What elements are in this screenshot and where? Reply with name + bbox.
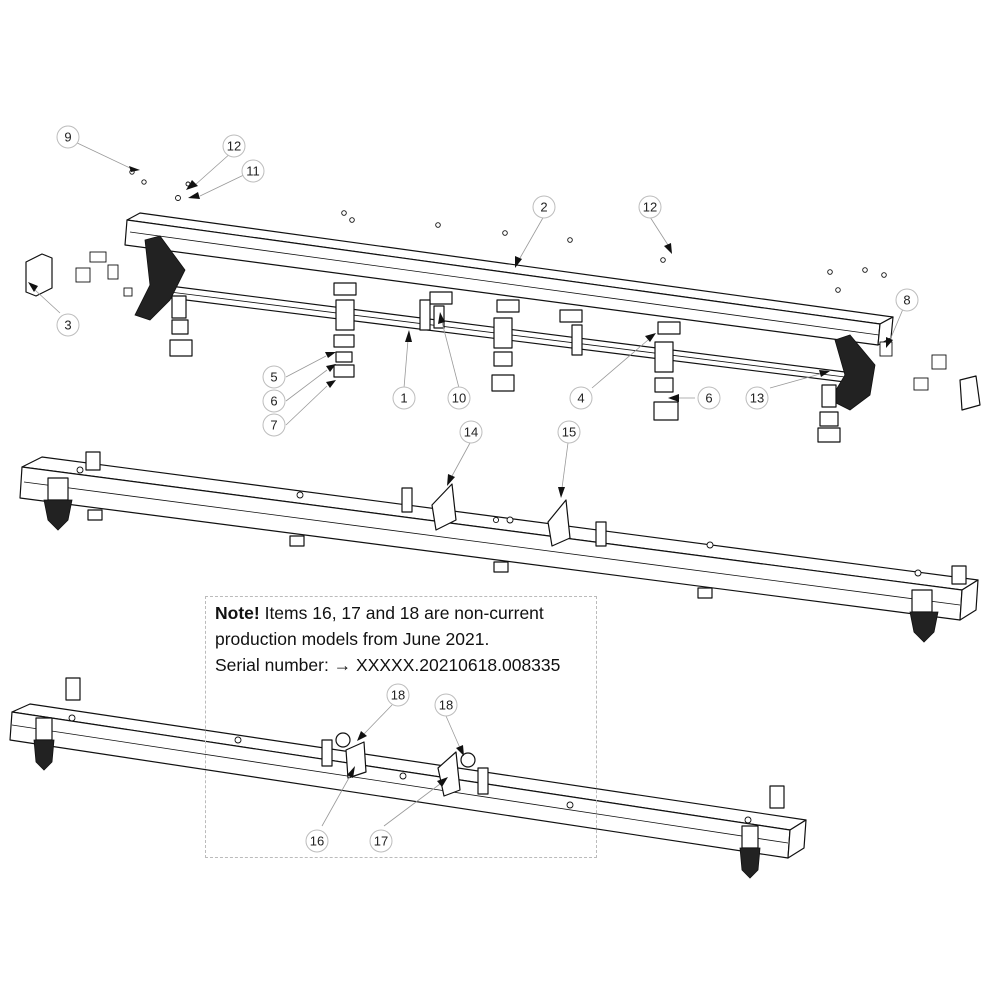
callout-circle bbox=[532, 195, 556, 219]
callout-2: 2 bbox=[532, 195, 556, 219]
right-nozzle-assembly bbox=[817, 334, 876, 443]
callout-label: 13 bbox=[750, 391, 764, 406]
callout-circle bbox=[569, 386, 593, 410]
callout-label: 6 bbox=[270, 394, 277, 409]
callout-circle bbox=[459, 420, 483, 444]
callout-11: 11 bbox=[241, 159, 265, 183]
note-heading: Note! bbox=[215, 603, 260, 623]
callout-6: 6 bbox=[262, 389, 286, 413]
callout-14: 14 bbox=[459, 420, 483, 444]
callout-circle bbox=[392, 386, 416, 410]
frame-bar bbox=[124, 212, 894, 346]
callout-label: 3 bbox=[64, 318, 71, 333]
note-line-2: production models from June 2021. bbox=[215, 629, 490, 649]
left-end-cap bbox=[25, 253, 53, 297]
callout-6: 6 bbox=[697, 386, 721, 410]
note-line-1: Note! Items 16, 17 and 18 are non-curren… bbox=[215, 600, 595, 626]
callout-18: 18 bbox=[386, 683, 410, 707]
callout-circle bbox=[745, 386, 769, 410]
callout-12: 12 bbox=[638, 195, 662, 219]
callout-label: 12 bbox=[643, 200, 657, 215]
callout-label: 18 bbox=[439, 698, 453, 713]
callout-4: 4 bbox=[569, 386, 593, 410]
callout-10: 10 bbox=[447, 386, 471, 410]
callout-circle bbox=[697, 386, 721, 410]
callout-circle bbox=[305, 829, 329, 853]
callout-label: 5 bbox=[270, 370, 277, 385]
callout-5: 5 bbox=[262, 365, 286, 389]
callout-circle bbox=[447, 386, 471, 410]
callout-label: 6 bbox=[705, 391, 712, 406]
callout-15: 15 bbox=[557, 420, 581, 444]
callout-circle bbox=[56, 125, 80, 149]
callout-12: 12 bbox=[222, 134, 246, 158]
callout-18: 18 bbox=[434, 693, 458, 717]
note-line-3: Serial number: → XXXXX.20210618.008335 bbox=[215, 655, 561, 675]
callout-label: 9 bbox=[64, 130, 71, 145]
nozzle-holders bbox=[333, 282, 681, 421]
callout-circle bbox=[262, 413, 286, 437]
fasteners bbox=[129, 169, 887, 293]
callout-label: 14 bbox=[464, 425, 478, 440]
callout-label: 7 bbox=[270, 418, 277, 433]
callout-1: 1 bbox=[392, 386, 416, 410]
callout-16: 16 bbox=[305, 829, 329, 853]
callout-circle bbox=[262, 365, 286, 389]
callout-circle bbox=[557, 420, 581, 444]
callout-13: 13 bbox=[745, 386, 769, 410]
callout-9: 9 bbox=[56, 125, 80, 149]
callout-label: 16 bbox=[310, 834, 324, 849]
callout-7: 7 bbox=[262, 413, 286, 437]
callout-circle bbox=[56, 313, 80, 337]
callout-3: 3 bbox=[56, 313, 80, 337]
callout-circle bbox=[638, 195, 662, 219]
left-nozzle-assembly bbox=[134, 235, 193, 357]
callout-circle bbox=[434, 693, 458, 717]
callout-circle bbox=[386, 683, 410, 707]
leader-lines bbox=[28, 140, 904, 426]
exploded-assembly bbox=[25, 140, 981, 443]
right-end-cap bbox=[959, 375, 981, 411]
callout-label: 4 bbox=[577, 391, 584, 406]
note-box bbox=[205, 596, 597, 858]
callout-label: 17 bbox=[374, 834, 388, 849]
note-line-1-text: Items 16, 17 and 18 are non-current bbox=[259, 603, 544, 623]
callout-label: 8 bbox=[903, 293, 910, 308]
callout-circle bbox=[369, 829, 393, 853]
callout-label: 15 bbox=[562, 425, 576, 440]
note-text: Note! Items 16, 17 and 18 are non-curren… bbox=[215, 600, 595, 678]
callout-label: 10 bbox=[452, 391, 466, 406]
callout-label: 12 bbox=[227, 139, 241, 154]
callout-circle bbox=[895, 288, 919, 312]
callout-17: 17 bbox=[369, 829, 393, 853]
loose-fittings bbox=[75, 251, 947, 391]
assembled-boom-current bbox=[19, 442, 979, 643]
callout-circle bbox=[222, 134, 246, 158]
callouts: 9 12 11 2 12 3 8 5 6 7 1 10 4 6 13 14 15 18 18 16 17 bbox=[56, 125, 919, 853]
callout-label: 18 bbox=[391, 688, 405, 703]
callout-8: 8 bbox=[895, 288, 919, 312]
callout-label: 11 bbox=[246, 164, 260, 179]
callout-circle bbox=[262, 389, 286, 413]
callout-label: 2 bbox=[540, 200, 547, 215]
callout-circle bbox=[241, 159, 265, 183]
callout-label: 1 bbox=[400, 391, 407, 406]
